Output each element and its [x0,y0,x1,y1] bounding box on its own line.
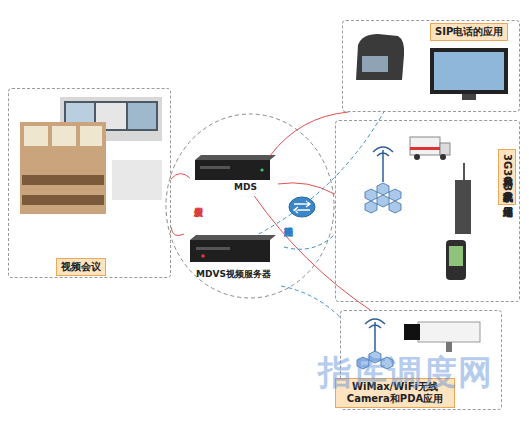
server-node: MDVS视频服务器 [180,234,284,286]
server-circle [166,114,334,298]
vehicle-cab [440,143,450,155]
meeting-room [20,122,106,214]
connector-line [254,196,370,310]
group-box: 3G单兵和3G手机及车载3G终端应用 [335,120,520,302]
mds-server [195,160,270,180]
server-top [195,155,276,160]
server-slot [200,166,230,169]
desk [22,175,104,185]
wheel [414,154,420,160]
node-label: MDVS视频服务器 [196,268,271,281]
router-arrows [294,201,310,213]
monitor [430,48,508,94]
node-label: 视频会议 [56,258,106,276]
server-top [190,235,276,240]
server-slot [196,247,230,250]
screen [80,126,102,146]
group-box: 视频会议 [8,88,171,278]
node-label: SIP电话的应用 [430,23,508,41]
unit-antenna [463,163,465,181]
router-icon [289,197,315,217]
group-box: SIP电话的应用 [342,20,520,112]
screen [24,126,48,146]
wheel [440,154,446,160]
node-label: 3G单兵和3G手机及车载3G终端应用 [498,149,516,205]
vehicle-stripe [410,147,440,150]
sip-phone [356,34,404,80]
server-led [201,254,205,258]
watermark: 指库调度网 [318,350,493,396]
mdvs-server [190,240,270,262]
room-wall [112,160,162,200]
mobile-phone [446,240,466,280]
connector-line [281,286,340,317]
connector-line [270,112,349,156]
screen [52,126,76,146]
connector-line [259,112,384,234]
phone-screen [449,246,463,266]
server-led [260,168,263,171]
desk [22,195,104,205]
connector-line [284,234,335,249]
cell-hexagons [365,183,401,213]
connector-line [278,183,335,194]
phone-screen [362,56,388,72]
node-label: MDS [234,182,257,192]
field-unit [455,180,471,234]
camera-lens [404,324,420,340]
vehicle [410,137,440,155]
screen [128,103,156,129]
antenna-tower [365,319,385,352]
server-node: MDS [190,156,278,196]
camera-body [418,322,480,342]
monitor-stand [462,94,476,100]
connector-line [171,227,184,236]
monitor-screen [434,52,504,90]
antenna-tower [373,147,393,182]
camera-mount [446,342,452,352]
connector-line [171,174,190,179]
